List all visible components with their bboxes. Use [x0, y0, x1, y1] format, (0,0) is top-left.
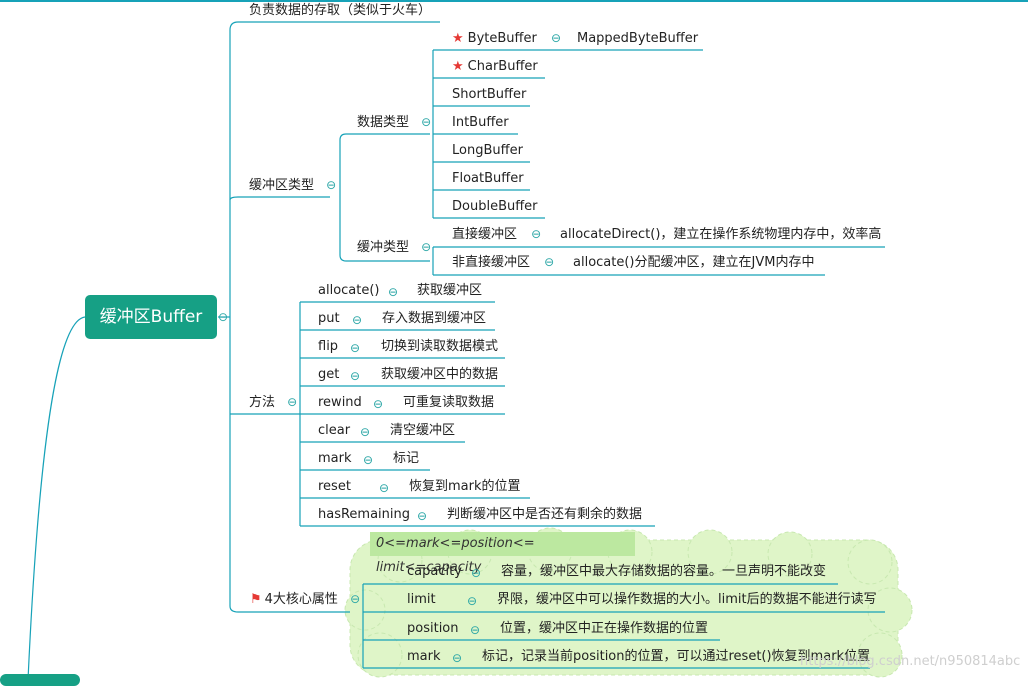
data-type-long[interactable]: LongBuffer: [452, 143, 523, 158]
collapse-icon[interactable]: ⊖: [352, 313, 363, 327]
core-prop-name[interactable]: capacity: [407, 564, 462, 579]
method-name[interactable]: mark: [318, 451, 352, 466]
core-prop-name[interactable]: position: [407, 621, 459, 636]
data-type-double[interactable]: DoubleBuffer: [452, 199, 538, 214]
root-node[interactable]: 缓冲区Buffer: [85, 295, 217, 339]
method-name[interactable]: get: [318, 367, 340, 382]
method-desc[interactable]: 判断缓冲区中是否还有剩余的数据: [447, 507, 643, 522]
collapse-icon[interactable]: ⊖: [287, 395, 298, 409]
method-desc[interactable]: 切换到读取数据模式: [381, 339, 499, 354]
method-name[interactable]: flip: [318, 339, 339, 354]
types-node[interactable]: 缓冲区类型 ⊖: [249, 178, 337, 193]
method-desc[interactable]: 获取缓冲区: [417, 283, 483, 298]
collapse-icon[interactable]: ⊖: [350, 592, 361, 606]
collapse-icon[interactable]: ⊖: [544, 255, 555, 269]
collapse-icon[interactable]: ⊖: [326, 178, 337, 192]
mapped-byte-buffer[interactable]: MappedByteBuffer: [577, 31, 699, 46]
method-desc[interactable]: 存入数据到缓冲区: [382, 311, 487, 326]
method-name[interactable]: put: [318, 311, 340, 326]
methods-node[interactable]: 方法 ⊖: [249, 395, 298, 410]
method-desc[interactable]: 可重复读取数据: [403, 395, 495, 410]
core-prop-name[interactable]: limit: [407, 592, 436, 607]
method-name[interactable]: clear: [318, 423, 351, 438]
collapse-icon[interactable]: ⊖: [550, 31, 562, 45]
collapse-icon[interactable]: ⊖: [452, 651, 463, 665]
collapse-icon[interactable]: ⊖: [417, 509, 428, 523]
watermark: https://blog.csdn.net/n950814abc: [800, 654, 1021, 669]
collapse-icon[interactable]: ⊖: [350, 341, 361, 355]
method-name[interactable]: hasRemaining: [318, 507, 411, 522]
core-prop-name[interactable]: mark: [407, 649, 441, 664]
data-type-short[interactable]: ShortBuffer: [452, 87, 527, 102]
direct-buffer-node[interactable]: 直接缓冲区 ⊖: [452, 227, 542, 242]
core-prop-desc[interactable]: 位置，缓冲区中正在操作数据的位置: [500, 621, 709, 636]
data-types-node[interactable]: 数据类型 ⊖: [357, 115, 432, 130]
star-icon: ★: [452, 59, 464, 74]
method-desc[interactable]: 清空缓冲区: [390, 423, 456, 438]
desc-node[interactable]: 负责数据的存取（类似于火车）: [249, 3, 432, 18]
collapse-icon[interactable]: ⊖: [360, 425, 371, 439]
method-desc[interactable]: 标记: [393, 451, 420, 466]
collapse-icon[interactable]: ⊖: [388, 285, 399, 299]
top-accent-line: [0, 0, 1028, 2]
method-name[interactable]: rewind: [318, 395, 362, 410]
nondirect-buffer-desc[interactable]: allocate()分配缓冲区，建立在JVM内存中: [573, 255, 815, 270]
collapse-icon[interactable]: ⊖: [470, 623, 481, 637]
method-name[interactable]: reset: [318, 479, 351, 494]
collapse-icon[interactable]: ⊖: [350, 369, 361, 383]
collapse-icon[interactable]: ⊖: [363, 453, 374, 467]
method-desc[interactable]: 恢复到mark的位置: [409, 479, 521, 494]
data-type-float[interactable]: FloatBuffer: [452, 171, 524, 186]
collapse-icon[interactable]: ⊖: [373, 397, 384, 411]
nondirect-buffer-node[interactable]: 非直接缓冲区 ⊖: [452, 255, 555, 270]
method-name[interactable]: allocate(): [318, 283, 380, 298]
core-prop-desc[interactable]: 界限，缓冲区中可以操作数据的大小。limit后的数据不能进行读写: [497, 592, 877, 607]
collapse-icon[interactable]: ⊖: [218, 310, 229, 324]
formula-callout: 0<=mark<=position<= limit<=capacity: [370, 532, 635, 575]
collapse-icon[interactable]: ⊖: [531, 227, 542, 241]
core-node[interactable]: ⚑4大核心属性 ⊖: [250, 592, 361, 607]
core-prop-desc[interactable]: 标记，记录当前position的位置，可以通过reset()恢复到mark位置: [482, 649, 871, 664]
data-type-int[interactable]: IntBuffer: [452, 115, 509, 130]
data-type-byte[interactable]: ★ByteBuffer ⊖: [452, 31, 562, 46]
method-desc[interactable]: 获取缓冲区中的数据: [381, 367, 499, 382]
buffer-types-node[interactable]: 缓冲类型 ⊖: [357, 240, 432, 255]
collapse-icon[interactable]: ⊖: [467, 594, 478, 608]
collapse-icon[interactable]: ⊖: [421, 115, 432, 129]
collapse-icon[interactable]: ⊖: [379, 481, 390, 495]
direct-buffer-desc[interactable]: allocateDirect()，建立在操作系统物理内存中，效率高: [560, 227, 882, 242]
next-root-node: [0, 674, 80, 686]
flag-icon: ⚑: [250, 592, 262, 607]
collapse-icon[interactable]: ⊖: [471, 566, 482, 580]
data-type-char[interactable]: ★CharBuffer: [452, 59, 538, 74]
star-icon: ★: [452, 31, 464, 46]
core-prop-desc[interactable]: 容量，缓冲区中最大存储数据的容量。一旦声明不能改变: [501, 564, 827, 579]
collapse-icon[interactable]: ⊖: [421, 240, 432, 254]
